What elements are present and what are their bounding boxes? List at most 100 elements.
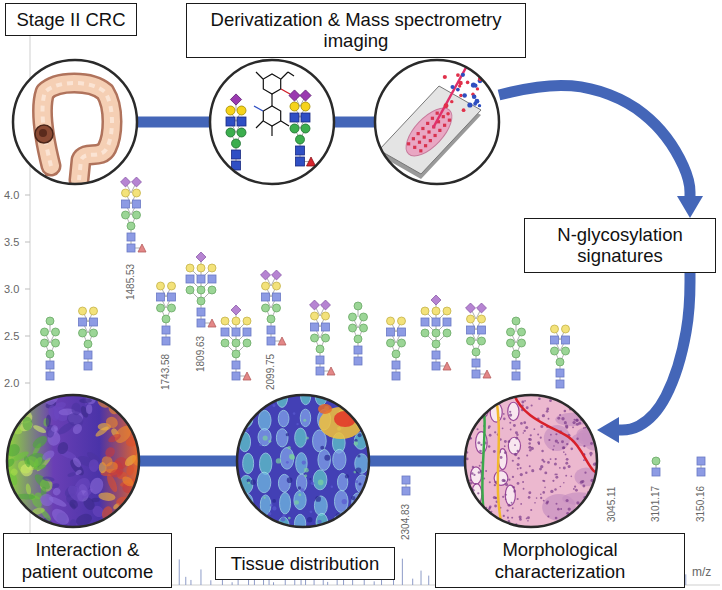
texture-dot xyxy=(286,461,289,464)
glycan-square xyxy=(168,293,176,301)
glycan-diamond xyxy=(230,94,241,105)
sugar-ring xyxy=(263,106,280,126)
glycan-triangle xyxy=(278,337,286,345)
nucleus xyxy=(508,504,511,507)
ion-dot xyxy=(473,84,477,88)
texture-dot xyxy=(352,520,356,524)
nucleus xyxy=(564,421,567,424)
nucleus xyxy=(504,445,506,447)
nucleus xyxy=(504,451,507,454)
glycan-mannose xyxy=(296,135,305,144)
nucleus xyxy=(536,497,538,499)
texture-dot xyxy=(304,474,307,477)
nucleus xyxy=(564,399,567,402)
nucleus xyxy=(480,444,482,446)
glycan-square xyxy=(316,367,324,375)
texture-dot xyxy=(248,511,252,515)
glycan-square xyxy=(398,328,406,336)
glycan-square xyxy=(197,275,205,283)
glycan-mannose xyxy=(518,339,526,347)
glycan-mannose xyxy=(467,337,475,345)
glycan-mannose xyxy=(301,124,310,133)
nucleus xyxy=(522,432,524,434)
glycan-square xyxy=(354,346,362,354)
glycan-mannose xyxy=(46,317,54,325)
glycan-square xyxy=(652,468,660,476)
nucleus xyxy=(528,446,531,449)
crypt xyxy=(351,389,365,408)
texture-dot xyxy=(263,435,268,440)
pixel-grid xyxy=(448,119,451,122)
stage-label-box: Interaction & patient outcome xyxy=(3,533,172,588)
crypt xyxy=(259,453,271,474)
glycan xyxy=(349,302,368,365)
circle-ground xyxy=(13,60,137,184)
glycan-galactose xyxy=(290,102,299,111)
glycan-square xyxy=(221,328,229,336)
nucleus xyxy=(469,420,472,423)
nucleus xyxy=(509,411,511,413)
texture-blob xyxy=(15,516,32,525)
circle-ground xyxy=(7,395,139,527)
glycan-square xyxy=(186,275,194,283)
glycan xyxy=(551,325,570,388)
circle-content xyxy=(464,391,607,531)
nucleus xyxy=(530,434,532,436)
nucleus xyxy=(487,519,490,522)
glycan-square xyxy=(432,318,440,326)
nucleus xyxy=(586,396,589,399)
nucleus xyxy=(525,472,527,474)
glycan-square xyxy=(472,359,480,367)
glycan-square xyxy=(237,117,246,126)
texture-dot xyxy=(296,423,298,425)
glycan-diamond xyxy=(261,270,271,280)
axis-tick xyxy=(25,336,30,337)
nucleus xyxy=(559,467,561,469)
nucleus xyxy=(556,503,558,505)
nucleus xyxy=(517,498,519,500)
pixel-grid xyxy=(418,141,421,144)
nucleus xyxy=(562,446,565,449)
pixel-grid xyxy=(442,115,445,118)
texture-dot xyxy=(272,404,275,407)
texture-dot xyxy=(355,468,361,474)
nucleus xyxy=(494,431,496,433)
nucleus xyxy=(547,515,549,517)
nucleus xyxy=(575,418,578,421)
nucleus xyxy=(503,418,506,421)
texture-blob xyxy=(103,445,116,459)
stage-label-box: Tissue distribution xyxy=(215,547,395,580)
glycan-square xyxy=(472,370,480,378)
nucleus xyxy=(492,395,495,398)
glycan-diamond xyxy=(477,303,487,313)
circle-content xyxy=(226,72,316,170)
spectrum-peak xyxy=(200,569,201,585)
nucleus xyxy=(550,458,552,460)
texture-blob xyxy=(109,468,123,478)
nucleus xyxy=(533,428,535,430)
texture-blob xyxy=(68,498,80,510)
glycan-mannose xyxy=(354,302,362,310)
texture-blob xyxy=(114,512,125,522)
peak-label: 2099.75 xyxy=(265,354,277,390)
pixel-grid xyxy=(438,129,441,132)
nucleus xyxy=(517,457,519,459)
glycan-mannose xyxy=(221,339,229,347)
texture-blob xyxy=(125,464,135,476)
crypt xyxy=(314,496,327,516)
nucleus xyxy=(546,408,549,411)
glycan-square xyxy=(512,372,520,380)
nucleus xyxy=(512,507,514,509)
nucleus xyxy=(503,480,506,483)
arrow-head xyxy=(677,196,703,218)
glycan-mannose xyxy=(652,457,660,465)
nucleus xyxy=(464,435,466,437)
glycan-square xyxy=(232,150,241,159)
glycan-square xyxy=(232,328,240,336)
nucleus xyxy=(559,414,561,416)
nucleus xyxy=(585,504,587,506)
nucleus xyxy=(589,503,591,505)
nucleus xyxy=(540,493,542,495)
nucleus xyxy=(590,442,593,445)
glycan-galactose xyxy=(432,307,440,315)
